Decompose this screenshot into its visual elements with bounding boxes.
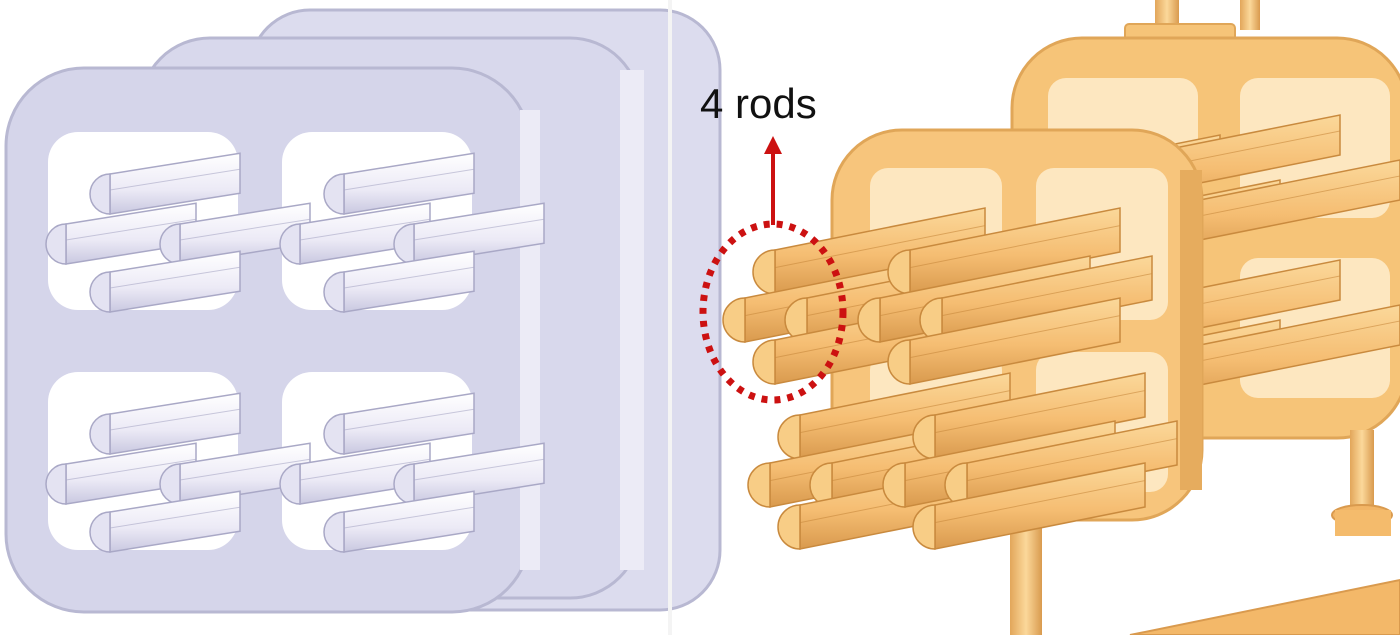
- left-rod: [323, 152, 475, 215]
- left-rod: [323, 250, 475, 313]
- top-post: [1240, 0, 1260, 30]
- left-rod: [323, 490, 475, 553]
- left-rod: [393, 442, 545, 505]
- left-rod: [45, 442, 197, 505]
- callout-dashed-ellipse: [699, 220, 847, 404]
- left-rod: [323, 392, 475, 455]
- left-structure-panel: [4, 8, 722, 614]
- left-rod-group: [45, 152, 545, 553]
- right-rod-front: [887, 297, 1121, 385]
- right-structure-panel: [722, 0, 1400, 635]
- callout-arrow-head: [764, 136, 782, 154]
- left-rod: [159, 442, 311, 505]
- post-collar: [1335, 510, 1391, 536]
- right-rod-front: [912, 372, 1146, 460]
- right-rod-front: [912, 462, 1146, 550]
- right-rod-front: [919, 255, 1153, 343]
- left-rod: [159, 202, 311, 265]
- panel-divider: [668, 0, 672, 635]
- right-rod-group-front: [722, 207, 1178, 550]
- left-rod: [89, 152, 241, 215]
- right-rod-front: [887, 207, 1121, 295]
- bottom-post: [1010, 520, 1042, 635]
- left-rod: [89, 392, 241, 455]
- left-rod: [89, 250, 241, 313]
- left-rod: [393, 202, 545, 265]
- right-rod-front: [777, 372, 1011, 460]
- callout-label: 4 rods: [700, 80, 817, 127]
- left-rod: [279, 202, 431, 265]
- rod-callout: 4 rods: [699, 80, 847, 404]
- left-rod: [89, 490, 241, 553]
- right-rod-front: [944, 420, 1178, 508]
- base-plate: [1129, 578, 1400, 635]
